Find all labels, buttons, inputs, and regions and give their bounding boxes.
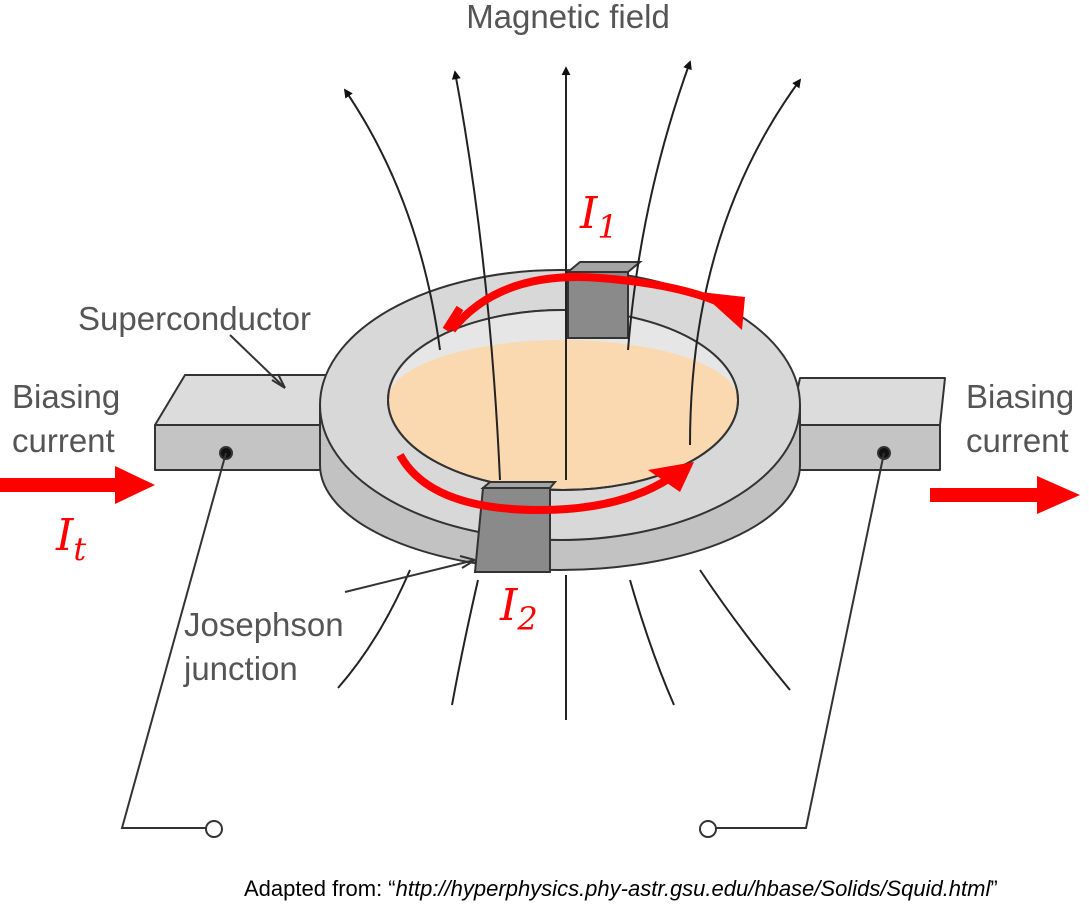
caption-url: http://hyperphysics.phy-astr.gsu.edu/hba… [395,876,991,901]
field-line-4 [627,60,692,351]
biasing-right-label-1: Biasing [966,378,1074,415]
current-i2-label: I2 [499,580,538,638]
current-i2-main: I [499,580,519,631]
source-caption: Adapted from: “http://hyperphysics.phy-a… [244,876,998,902]
biasing-left-label-2: current [12,422,115,459]
current-it-label: It [55,510,86,568]
label-pointers [229,334,476,593]
superconductor-label: Superconductor [78,300,311,337]
josephson-junction-bottom [473,481,558,573]
superconductor-ring [319,269,801,571]
field-lines-upper [343,60,802,481]
right-biasing-pad [789,377,946,471]
superconductor-pointer [229,334,286,389]
josephson-pointer [344,559,476,593]
left-terminal-lead [120,446,233,838]
current-i1-main: I [579,188,599,239]
field-lines-lower [337,569,791,720]
current-it-sub: t [73,530,86,568]
field-line-2 [451,70,501,481]
caption-suffix: ” [990,876,998,901]
left-biasing-pad [154,374,356,471]
caption-prefix: Adapted from: “ [244,876,396,901]
current-loop-top [442,273,745,333]
current-loop-bottom [396,452,694,515]
josephson-label-2: junction [183,650,298,687]
current-arrowhead-bottom [648,462,694,492]
josephson-junction-top [565,261,643,339]
field-line-5 [689,78,802,446]
output-current-arrow [930,476,1080,514]
biasing-right-label-2: current [966,422,1069,459]
magnetic-field-label: Magnetic field [466,0,670,35]
current-i2-sub: 2 [516,600,537,638]
biasing-left-label-1: Biasing [12,378,120,415]
current-i1-label: I1 [579,188,618,246]
right-terminal-lead [699,446,891,838]
input-current-arrow [0,466,155,504]
current-i1-sub: 1 [597,208,617,246]
current-it-main: I [55,510,75,561]
josephson-label-1: Josephson [184,606,344,643]
current-arrowhead-top [700,292,745,330]
field-line-1 [343,88,441,351]
